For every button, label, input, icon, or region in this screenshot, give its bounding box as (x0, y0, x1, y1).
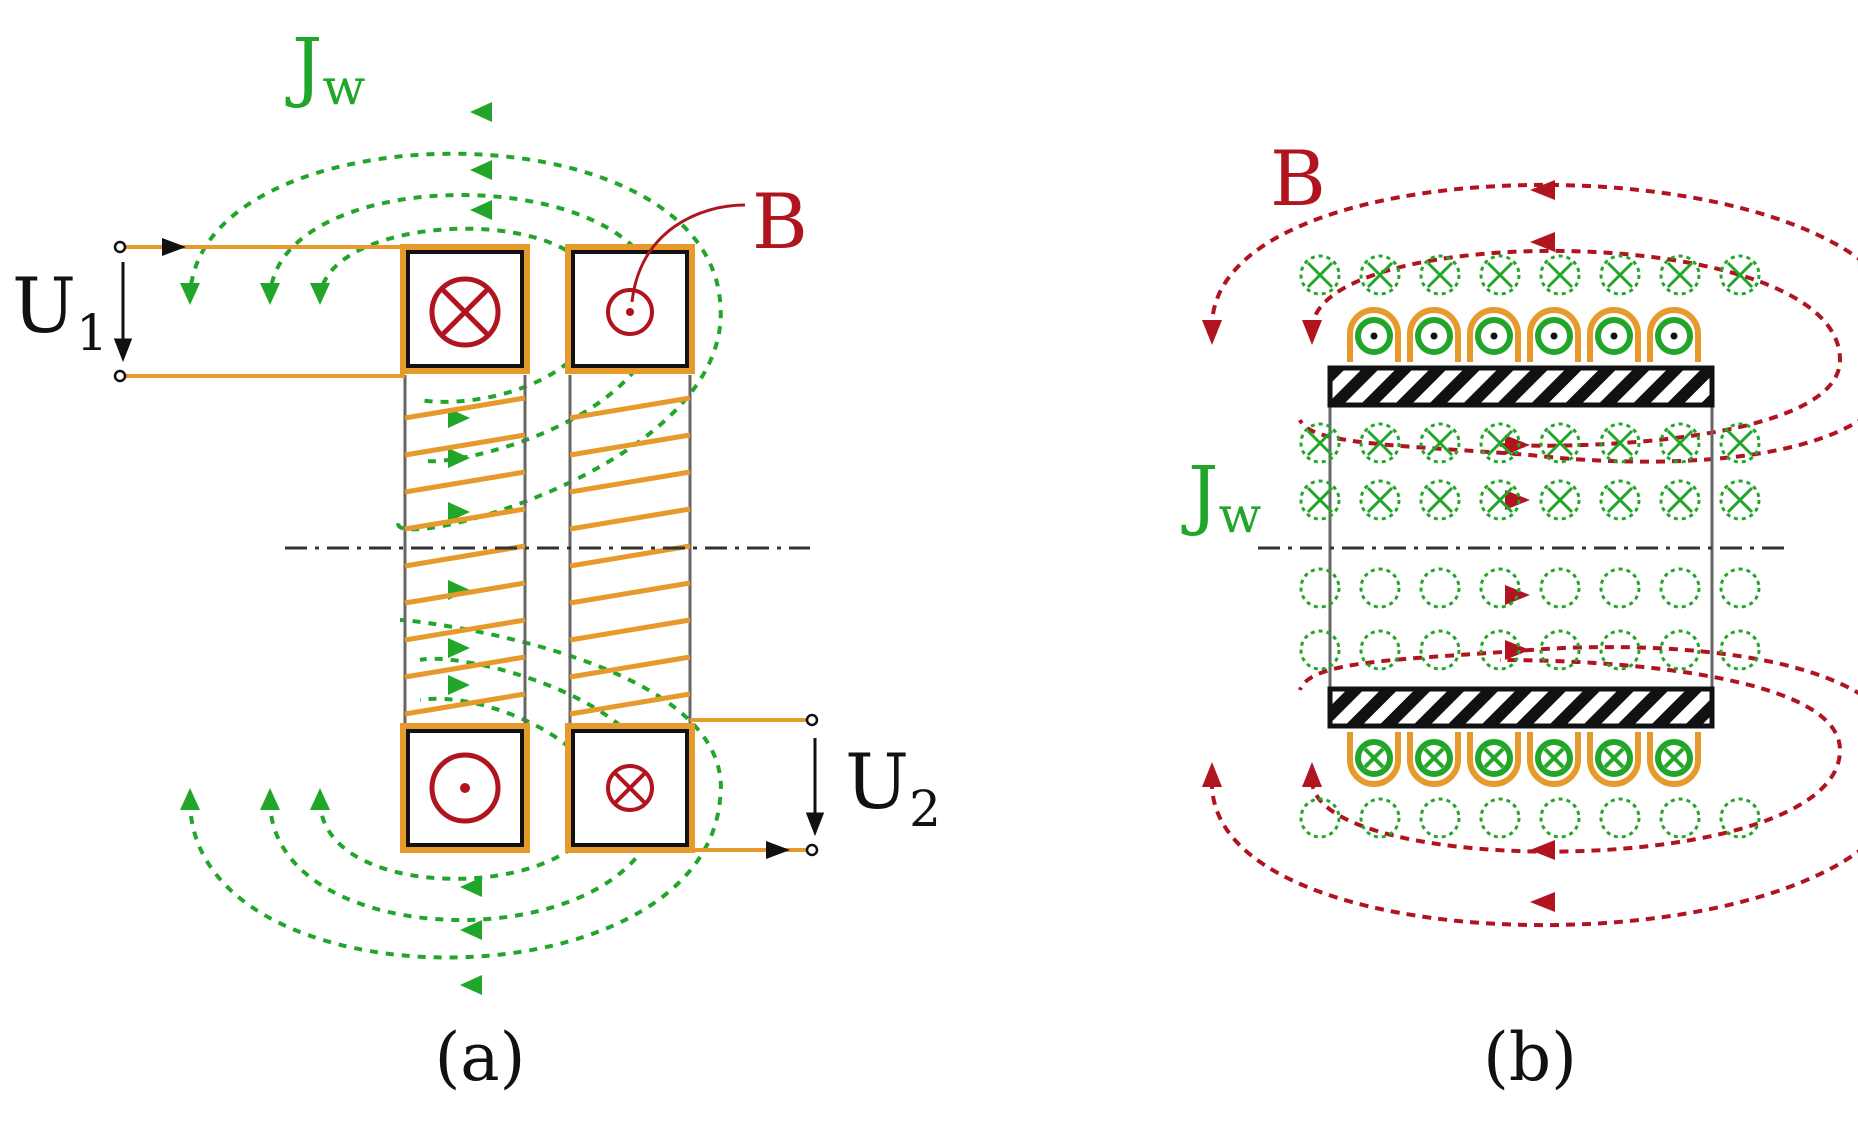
arrow-head (1530, 232, 1555, 252)
arrow-head (1302, 320, 1322, 345)
jw-row-2 (1299, 422, 1761, 464)
arrow-head (310, 283, 330, 305)
hatched-plate-bottom (1327, 686, 1715, 729)
b-leader-line (630, 203, 746, 303)
arrow-head (470, 160, 492, 180)
arrow-head (448, 448, 470, 468)
jw-label-a: Jw (285, 21, 365, 116)
arrow-head (460, 975, 482, 995)
jw-row-top (1299, 254, 1761, 296)
jw-row-4 (1299, 567, 1761, 609)
jw-cross-markers (1299, 254, 1761, 521)
arrow-head (1505, 585, 1530, 605)
terminals (113, 240, 819, 857)
arrow-head (448, 675, 470, 695)
conductor-box-bottom-left (400, 723, 530, 853)
u1-label: U1 (12, 261, 108, 362)
b-arrowheads (1202, 180, 1555, 912)
conductor-box-top-right (565, 244, 695, 374)
conductor-box-top-left (400, 244, 530, 374)
jw-row-5 (1299, 629, 1761, 671)
panel-b: B Jw (b) (1181, 134, 1858, 1096)
arrow-head (470, 200, 492, 220)
arrow-head (1302, 762, 1322, 787)
u2-label: U2 (845, 737, 941, 838)
core-columns (403, 375, 692, 725)
arrow-head (260, 283, 280, 305)
arrow-head (460, 920, 482, 940)
caption-a: (a) (435, 1019, 526, 1096)
arrow-head (310, 788, 330, 810)
jw-label-b: Jw (1181, 449, 1261, 544)
arrow-head (1530, 840, 1555, 860)
b-label-a: B (752, 177, 808, 266)
b-label-b: B (1270, 134, 1326, 223)
arrow-head (1202, 762, 1222, 787)
jw-dot-markers (1299, 567, 1761, 839)
caption-b: (b) (1483, 1019, 1577, 1096)
arrow-head (470, 102, 492, 122)
arrow-head (448, 638, 470, 658)
winding-row-top (1347, 307, 1701, 362)
panel-a: Jw B U1 U2 (a) (12, 21, 941, 1096)
arrow-head (460, 877, 482, 897)
winding-row-bottom (1347, 732, 1701, 787)
conductor-box-bottom-right (565, 723, 695, 853)
arrow-head (448, 502, 470, 522)
voltage-arrows (113, 262, 825, 837)
b-loops (1209, 183, 1858, 927)
coil-windings (404, 395, 691, 717)
jw-cross-lines (1306, 261, 1754, 514)
arrow-head (1530, 180, 1555, 200)
arrow-head (448, 408, 470, 428)
arrow-head (1530, 892, 1555, 912)
arrow-head (1202, 320, 1222, 345)
arrow-head (162, 238, 186, 256)
arrow-head (180, 788, 200, 810)
arrow-head (260, 788, 280, 810)
arrow-head (180, 283, 200, 305)
hatched-plate-top (1327, 365, 1715, 408)
jw-row-3 (1299, 479, 1761, 521)
lead-arrows (162, 238, 790, 859)
jw-row-bottom (1299, 797, 1761, 839)
arrow-head (766, 841, 790, 859)
